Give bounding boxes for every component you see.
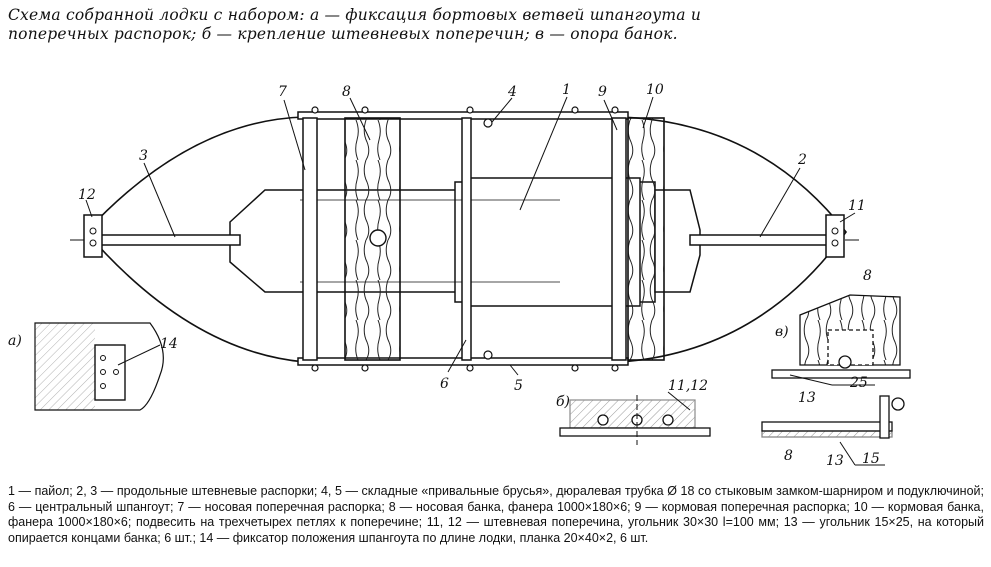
stem-crossbar-11 (825, 214, 845, 258)
label-12: 12 (78, 187, 96, 203)
label-4: 4 (507, 84, 517, 100)
label-dim-15: 15 (862, 451, 880, 467)
label-5: 5 (514, 378, 523, 394)
label-8-detail: 8 (863, 268, 872, 284)
label-6: 6 (440, 376, 449, 392)
label-11-12: 11,12 (668, 378, 708, 394)
bow-crossbrace (302, 117, 318, 361)
label-9: 9 (598, 84, 607, 100)
label-7: 7 (278, 84, 287, 100)
label-8: 8 (342, 84, 351, 100)
label-sub-b: б) (556, 394, 570, 410)
label-2: 2 (797, 152, 807, 168)
label-1: 1 (562, 82, 571, 98)
hinge-circle (369, 229, 387, 247)
hull-outline (84, 116, 847, 363)
label-sub-v: в) (775, 324, 789, 340)
label-8-lower: 8 (784, 448, 793, 464)
label-dim-25: 25 (849, 375, 868, 391)
label-13-lower: 13 (826, 453, 844, 469)
label-11: 11 (848, 198, 866, 214)
stern-crossbrace (611, 117, 627, 361)
figure-legend: 1 — пайол; 2, 3 — продольные штевневые р… (8, 484, 984, 545)
label-3: 3 (139, 148, 148, 164)
detail-a (34, 322, 164, 411)
strut-2 (689, 234, 841, 246)
label-14: 14 (160, 336, 178, 352)
stem-crossbar-12 (83, 214, 103, 258)
central-frame (461, 117, 472, 361)
label-10: 10 (646, 82, 664, 98)
detail-b (559, 391, 711, 445)
stern-bench (627, 117, 665, 361)
strut-3 (89, 234, 241, 246)
detail-v (761, 294, 911, 466)
label-13-upper: 13 (798, 390, 816, 406)
figure-title: Схема собранной лодки с набором: а — фик… (8, 6, 702, 43)
label-sub-a: а) (8, 333, 22, 349)
